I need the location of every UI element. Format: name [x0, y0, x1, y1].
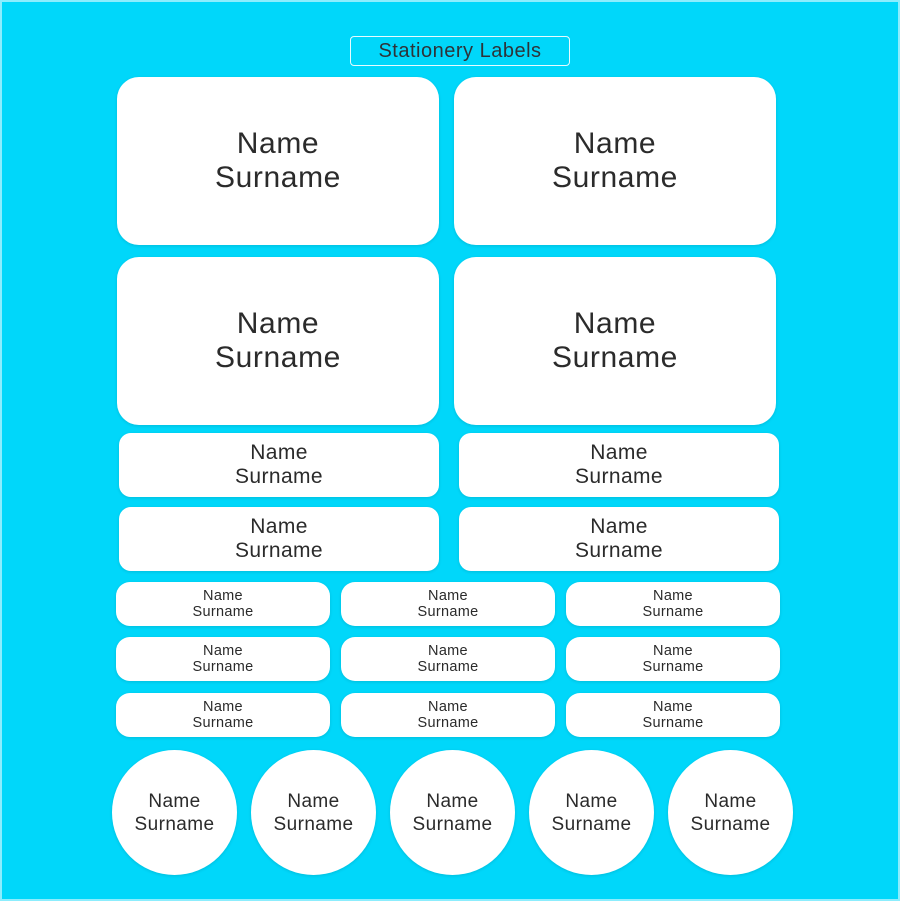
- label-surname-line: Surname: [574, 539, 663, 562]
- label-surname-line: Surname: [417, 604, 479, 620]
- label-name-line: Name: [250, 515, 308, 538]
- label-rect-medium: Name Surname: [119, 433, 439, 497]
- label-surname-line: Surname: [192, 715, 254, 731]
- label-name-line: Name: [590, 441, 648, 464]
- label-surname-line: Surname: [642, 715, 704, 731]
- label-surname-line: Surname: [642, 659, 704, 675]
- label-rect-large: Name Surname: [117, 257, 439, 425]
- label-name-line: Name: [653, 698, 693, 715]
- label-circle: Name Surname: [251, 750, 376, 875]
- label-name-line: Name: [590, 515, 648, 538]
- label-rect-small: Name Surname: [566, 693, 780, 737]
- label-name-line: Name: [653, 587, 693, 604]
- label-rect-medium: Name Surname: [119, 507, 439, 571]
- label-surname-line: Surname: [552, 161, 678, 194]
- label-surname-line: Surname: [192, 604, 254, 620]
- label-name-line: Name: [573, 127, 657, 160]
- circle-labels-row: Name Surname Name Surname Name Surname N…: [112, 750, 793, 875]
- label-surname-line: Surname: [273, 813, 354, 835]
- label-rect-small: Name Surname: [116, 693, 330, 737]
- small-labels-row-2: Name Surname Name Surname Name Surname: [116, 637, 780, 681]
- label-rect-small: Name Surname: [116, 582, 330, 626]
- label-name-line: Name: [148, 790, 201, 812]
- label-name-line: Name: [428, 698, 468, 715]
- label-name-line: Name: [236, 127, 320, 160]
- label-rect-medium: Name Surname: [459, 433, 779, 497]
- label-rect-small: Name Surname: [341, 637, 555, 681]
- label-rect-large: Name Surname: [117, 77, 439, 245]
- label-surname-line: Surname: [552, 341, 678, 374]
- label-name-line: Name: [203, 698, 243, 715]
- label-name-line: Name: [203, 587, 243, 604]
- label-rect-small: Name Surname: [566, 582, 780, 626]
- label-surname-line: Surname: [690, 813, 771, 835]
- medium-labels-row-2: Name Surname Name Surname: [119, 507, 779, 571]
- label-name-line: Name: [704, 790, 757, 812]
- label-surname-line: Surname: [215, 161, 341, 194]
- label-circle: Name Surname: [112, 750, 237, 875]
- label-rect-small: Name Surname: [341, 693, 555, 737]
- label-rect-small: Name Surname: [116, 637, 330, 681]
- label-surname-line: Surname: [551, 813, 632, 835]
- label-name-line: Name: [203, 642, 243, 659]
- label-surname-line: Surname: [417, 659, 479, 675]
- label-surname-line: Surname: [412, 813, 493, 835]
- label-name-line: Name: [236, 307, 320, 340]
- sheet-title: Stationery Labels: [378, 39, 542, 62]
- label-name-line: Name: [428, 587, 468, 604]
- label-name-line: Name: [428, 642, 468, 659]
- label-surname-line: Surname: [215, 341, 341, 374]
- label-circle: Name Surname: [668, 750, 793, 875]
- label-circle: Name Surname: [390, 750, 515, 875]
- large-labels-row-1: Name Surname Name Surname: [117, 77, 776, 245]
- label-circle: Name Surname: [529, 750, 654, 875]
- label-name-line: Name: [287, 790, 340, 812]
- label-rect-medium: Name Surname: [459, 507, 779, 571]
- label-surname-line: Surname: [234, 539, 323, 562]
- label-surname-line: Surname: [642, 604, 704, 620]
- label-name-line: Name: [565, 790, 618, 812]
- label-name-line: Name: [653, 642, 693, 659]
- label-surname-line: Surname: [417, 715, 479, 731]
- label-name-line: Name: [426, 790, 479, 812]
- label-name-line: Name: [250, 441, 308, 464]
- label-surname-line: Surname: [574, 465, 663, 488]
- label-surname-line: Surname: [234, 465, 323, 488]
- large-labels-row-2: Name Surname Name Surname: [117, 257, 776, 425]
- label-rect-large: Name Surname: [454, 77, 776, 245]
- label-rect-small: Name Surname: [566, 637, 780, 681]
- medium-labels-row-1: Name Surname Name Surname: [119, 433, 779, 497]
- small-labels-row-1: Name Surname Name Surname Name Surname: [116, 582, 780, 626]
- label-surname-line: Surname: [192, 659, 254, 675]
- small-labels-row-3: Name Surname Name Surname Name Surname: [116, 693, 780, 737]
- label-name-line: Name: [573, 307, 657, 340]
- label-surname-line: Surname: [134, 813, 215, 835]
- label-rect-small: Name Surname: [341, 582, 555, 626]
- label-rect-large: Name Surname: [454, 257, 776, 425]
- sheet-title-box: Stationery Labels: [350, 36, 570, 66]
